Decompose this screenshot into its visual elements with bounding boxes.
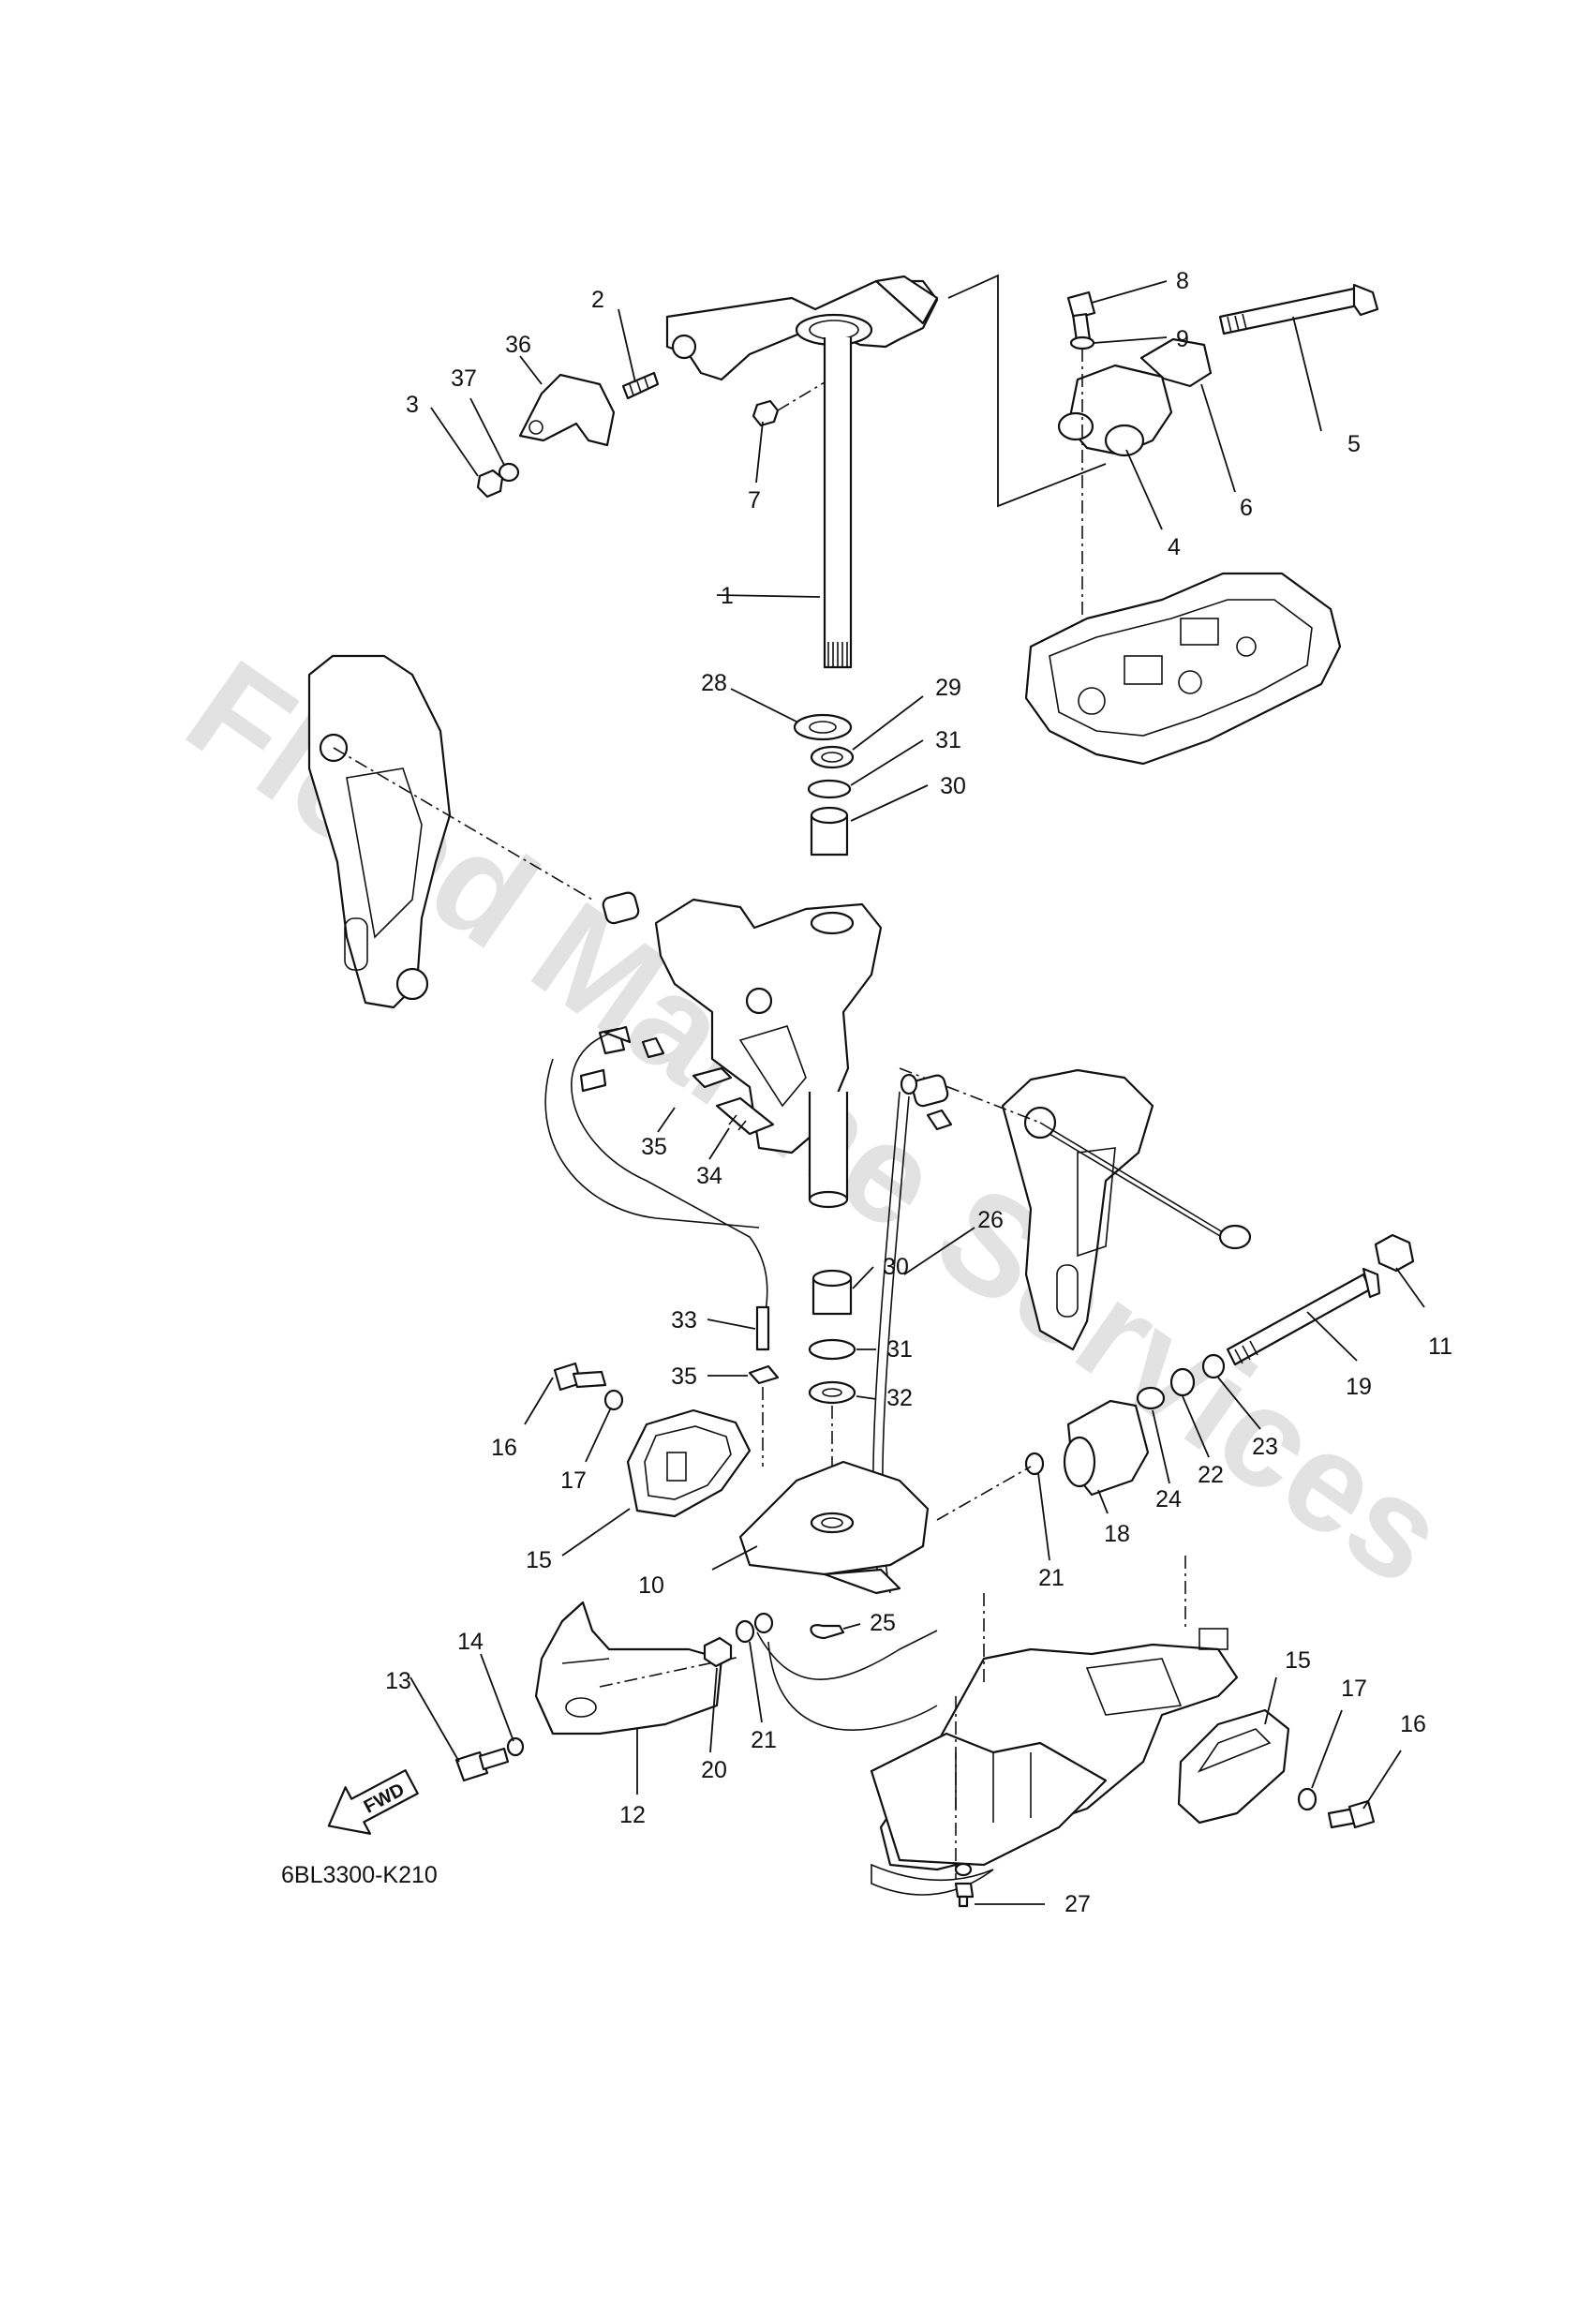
steering-bracket-assembly [476, 275, 939, 669]
callout-29: 29 [935, 675, 961, 701]
callout-15b: 15 [1285, 1647, 1311, 1674]
callout-14: 14 [457, 1629, 484, 1655]
bushing-stack-upper [793, 713, 855, 857]
pin-and-clips [603, 1025, 780, 1467]
steering-shaft [823, 337, 853, 669]
washer [498, 462, 520, 483]
callout-1: 1 [721, 583, 734, 609]
washer [1169, 1367, 1196, 1397]
lower-case [870, 1556, 1239, 1896]
callout-21b: 21 [751, 1727, 777, 1753]
washer [1069, 335, 1095, 350]
callout-37: 37 [451, 365, 477, 392]
cover-bolt-front [454, 1736, 525, 1782]
nut [1374, 1233, 1415, 1273]
callout-18: 18 [1104, 1521, 1130, 1547]
callout-24: 24 [1155, 1486, 1182, 1512]
callout-27: 27 [1064, 1891, 1091, 1917]
callout-3: 3 [406, 392, 419, 418]
callout-2: 2 [591, 287, 604, 313]
callout-12: 12 [619, 1802, 646, 1828]
callout-16b: 16 [1400, 1711, 1426, 1737]
o-ring [807, 779, 852, 799]
clamp-bracket-left [307, 654, 593, 1009]
callout-32: 32 [886, 1385, 913, 1411]
stud-bolt [621, 371, 660, 400]
hose [767, 1641, 938, 1731]
nut [476, 469, 504, 499]
callout-25: 25 [870, 1610, 896, 1636]
fwd-arrow: FWD [327, 1769, 419, 1835]
seal [810, 745, 855, 769]
callout-6: 6 [1240, 495, 1253, 521]
washer [808, 1380, 856, 1405]
callout-17b: 17 [1341, 1676, 1367, 1702]
callout-11: 11 [1428, 1333, 1452, 1360]
nut [752, 399, 780, 427]
bolt [1066, 290, 1096, 320]
callout-19: 19 [1346, 1374, 1372, 1400]
callout-8: 8 [1176, 268, 1189, 294]
through-bolt [1226, 1273, 1372, 1366]
callout-23: 23 [1252, 1434, 1278, 1460]
drawing-code: 6BL3300-K210 [281, 1862, 438, 1888]
callout-10: 10 [638, 1572, 664, 1599]
swivel-bracket [571, 891, 953, 1594]
callout-36: 36 [505, 332, 531, 358]
washer [1136, 1386, 1166, 1410]
callout-35a: 35 [641, 1134, 667, 1160]
callout-9: 9 [1176, 326, 1189, 352]
callout-13: 13 [385, 1668, 411, 1694]
mount-cover-left [626, 1408, 752, 1518]
lower-mount-plate [738, 1460, 930, 1595]
callout-30b: 30 [883, 1254, 909, 1280]
leader-lines [409, 280, 1425, 1905]
pin [755, 1305, 770, 1351]
rubber-mount-assembly [936, 1233, 1415, 1521]
cover-bolts [553, 1362, 1376, 1829]
callout-labels: 1 2 3 4 5 6 7 8 9 10 11 12 13 14 15 15 1… [385, 268, 1452, 1917]
callout-17a: 17 [560, 1467, 587, 1494]
callout-21a: 21 [1038, 1565, 1064, 1591]
washer [1024, 1452, 1045, 1476]
callout-28: 28 [701, 670, 727, 696]
callout-33: 33 [671, 1307, 697, 1333]
o-ring [808, 1338, 856, 1361]
callout-30a: 30 [940, 773, 966, 799]
callout-5: 5 [1347, 431, 1361, 457]
front-cover [534, 1601, 741, 1736]
mount-cover-right [1177, 1708, 1290, 1825]
mount-plate [1139, 337, 1213, 388]
upper-mount-assembly [947, 274, 1379, 766]
callout-4: 4 [1168, 534, 1181, 560]
bracket [518, 373, 616, 447]
callout-35b: 35 [671, 1363, 697, 1390]
callout-34: 34 [696, 1163, 722, 1189]
callout-22: 22 [1198, 1462, 1224, 1488]
clamp-bracket-right [899, 1067, 1252, 1351]
lower-fasteners [703, 1612, 938, 1680]
engine-mount-base [1024, 572, 1342, 766]
through-bolt [1218, 287, 1360, 335]
fwd-arrow-icon [327, 1769, 419, 1835]
callout-16a: 16 [491, 1435, 517, 1461]
clip [748, 1364, 780, 1385]
snap-ring [810, 1624, 845, 1640]
callout-7: 7 [748, 487, 761, 514]
callout-15a: 15 [526, 1547, 552, 1573]
callout-31b: 31 [886, 1336, 913, 1363]
callout-26: 26 [977, 1207, 1004, 1233]
grease-nipple [692, 1066, 733, 1089]
callout-31a: 31 [935, 727, 961, 753]
callout-20: 20 [701, 1757, 727, 1783]
thrust-washer [793, 713, 853, 741]
washer [1201, 1353, 1226, 1379]
drain-bolt [954, 1862, 975, 1908]
bushing-stack-lower [808, 1269, 856, 1513]
